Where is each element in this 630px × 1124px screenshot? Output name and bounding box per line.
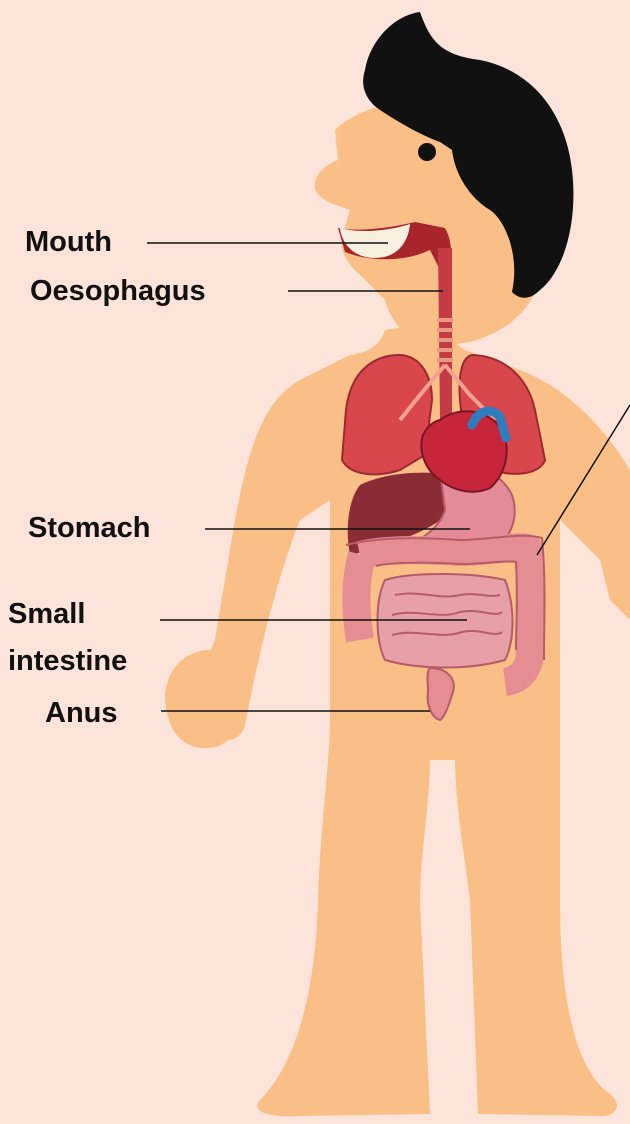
oesophagus-tube — [438, 248, 452, 420]
eye — [418, 143, 436, 161]
label-small-intestine-line1: Small — [8, 598, 85, 631]
left-hand — [165, 650, 243, 748]
label-anus: Anus — [45, 697, 118, 730]
label-oesophagus: Oesophagus — [30, 275, 206, 308]
label-mouth: Mouth — [25, 226, 112, 259]
label-small-intestine-line2: intestine — [8, 645, 127, 678]
label-stomach: Stomach — [28, 512, 150, 545]
